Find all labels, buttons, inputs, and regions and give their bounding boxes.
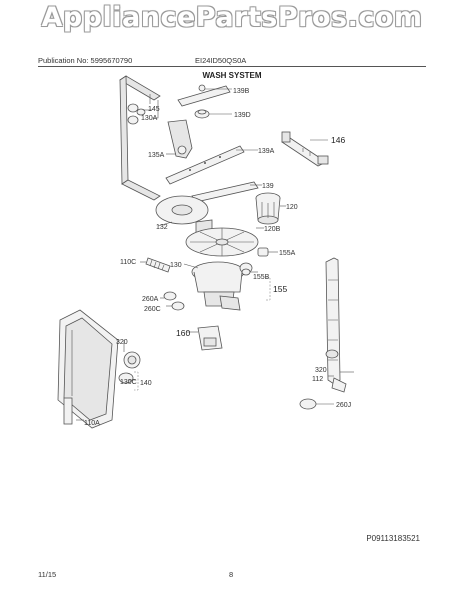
callout-139b: 139B [233,88,250,95]
callout-110a: 110A [84,420,100,427]
drain-hose-112 [325,257,347,393]
clamp-260c [171,301,185,311]
filter-120 [255,192,281,225]
callout-139d: 139D [234,112,251,119]
callout-140: 140 [140,380,152,387]
inlet-146 [281,131,329,167]
callout-135a: 135A [148,152,165,159]
callout-120b: 120B [264,226,281,233]
sump-pump-130 [191,261,253,311]
bearing-139d [194,109,210,119]
callout-139: 139 [262,183,274,190]
fitting-155a [257,247,269,257]
header-divider [38,66,426,67]
leader-lines [76,88,354,421]
ring-130c [118,372,134,384]
callout-155b: 155B [253,274,270,281]
gasket-320 [123,351,141,369]
hose-110c [145,257,171,273]
callout-110c: 110C [120,259,136,266]
callout-155a: 155A [279,250,296,257]
watermark: AppliancePartsPros.com [41,2,423,33]
callout-145: 145 [148,106,160,113]
callout-130c: 130C [120,379,137,386]
fine-filter-120b [185,227,259,257]
callout-132: 132 [156,224,168,231]
model-number: EI24ID50QS0A [195,56,247,65]
publication-number: Publication No: 5995670790 [38,56,133,65]
part-160 [197,325,223,351]
upper-supply-tube [119,75,161,201]
callout-260j: 260J [336,402,351,409]
callout-139a: 139A [258,148,275,155]
diagram-reference-number: P09113183521 [366,534,420,543]
callout-155: 155 [273,284,287,294]
callout-320-left: 320 [116,339,128,346]
nut-130a [127,103,146,125]
callout-160: 160 [176,328,190,338]
page-number: 8 [229,570,234,579]
callout-320-right: 320 [315,367,327,374]
callout-112: 112 [312,376,323,383]
callout-146: 146 [331,135,345,145]
clamp-260a [163,291,177,301]
sump-panel-assembly [57,309,119,429]
footer-date: 11/15 [38,570,57,579]
clamp-260j [299,398,317,410]
spray-arm-139a [165,145,245,185]
spray-arm-139b [177,84,231,107]
section-title: WASH SYSTEM [202,71,262,80]
callout-260c: 260C [144,306,161,313]
spray-arm-139 [191,181,259,203]
manifold-135a [167,119,193,159]
tube-110a [63,397,73,425]
callout-120: 120 [286,204,298,211]
fitting-155b [241,268,251,276]
callout-260a: 260A [142,296,159,303]
callout-130a: 130A [141,115,158,122]
callout-130: 130 [170,262,182,269]
